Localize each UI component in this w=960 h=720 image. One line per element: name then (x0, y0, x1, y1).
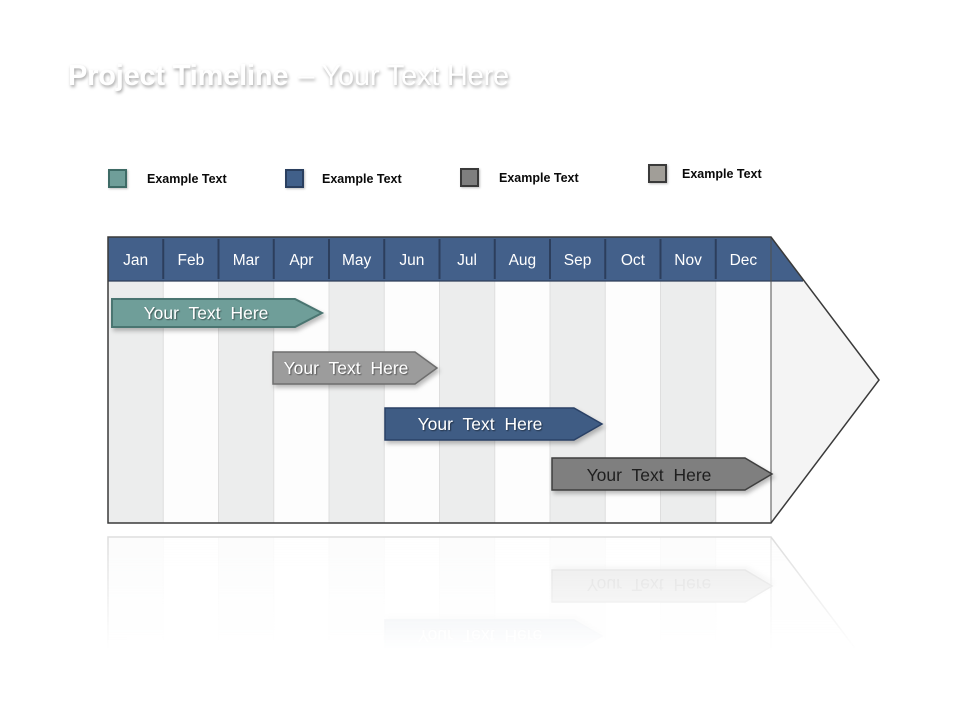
month-label: Jul (457, 252, 477, 269)
month-label: Jan (123, 252, 148, 269)
chart-arrow-outline (107, 236, 880, 524)
legend-label: Example Text (499, 170, 579, 185)
legend-swatch-lightgray (648, 164, 667, 183)
timeline-bar-label: Your Text Here (284, 358, 409, 378)
month-label: Nov (674, 252, 702, 269)
month-header-separators (162, 239, 717, 279)
legend-item: Example Text (285, 169, 402, 188)
legend-item: Example Text (648, 164, 762, 183)
timeline-chart: Jan Feb Mar Apr May Jun Jul Aug Sep Oct … (104, 233, 888, 529)
timeline-bar-4 (551, 457, 774, 491)
column-stripes (108, 281, 771, 523)
month-header-band (108, 237, 805, 281)
slide-title: Project Timeline – Your Text Here (68, 60, 509, 93)
timeline-bar-1 (111, 298, 325, 328)
legend-swatch-blue (285, 169, 304, 188)
month-label: Apr (289, 252, 313, 269)
legend-label: Example Text (322, 171, 402, 186)
timeline-bar-label: Your Text Here (587, 465, 712, 485)
legend-item: Example Text (108, 169, 227, 188)
month-label: Jun (399, 252, 424, 269)
timeline-bar-label: Your Text Here (418, 414, 543, 434)
timeline-chart-svg: Jan Feb Mar Apr May Jun Jul Aug Sep Oct … (107, 236, 880, 524)
timeline-bars: Your Text Here Your Text Here Your Text … (111, 298, 774, 491)
legend-label: Example Text (682, 166, 762, 181)
month-label: Aug (509, 252, 537, 269)
legend-label: Example Text (147, 171, 227, 186)
month-label: May (342, 252, 372, 269)
timeline-bar-2 (272, 351, 439, 385)
month-label: Feb (178, 252, 205, 269)
month-label: Dec (730, 252, 758, 269)
month-labels: Jan Feb Mar Apr May Jun Jul Aug Sep Oct … (123, 252, 757, 269)
legend-item: Example Text (460, 168, 579, 187)
slide-title-rest: – Your Text Here (298, 60, 509, 92)
slide-title-bold: Project Timeline (68, 60, 289, 92)
month-label: Sep (564, 252, 592, 269)
legend: Example Text Example Text Example Text E… (0, 0, 960, 188)
legend-swatch-teal (108, 169, 127, 188)
timeline-bar-label: Your Text Here (144, 303, 269, 323)
timeline-bar-3 (384, 407, 604, 441)
month-label: Mar (233, 252, 260, 269)
month-label: Oct (621, 252, 646, 269)
legend-swatch-gray (460, 168, 479, 187)
